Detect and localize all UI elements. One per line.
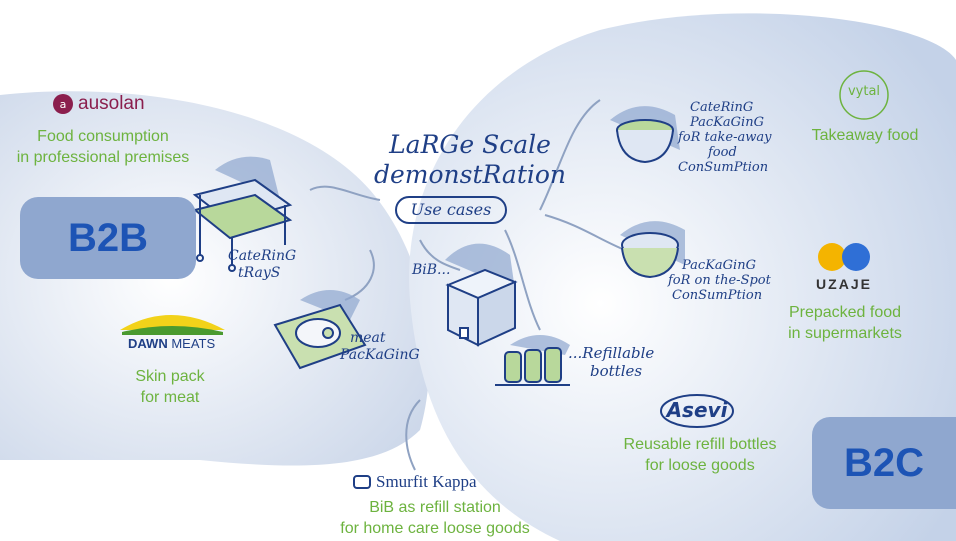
case-meat-packaging: meat PacKaGinG — [340, 330, 420, 363]
uzaje-logo-mark — [818, 243, 870, 271]
vytal-logo-ring — [839, 70, 889, 120]
onspot-bowl-illustration — [620, 221, 685, 279]
dawn-meats-description: Skin pack for meat — [135, 368, 205, 406]
ausolan-logo: ausolan — [78, 93, 145, 114]
center-subtitle: Use cases — [395, 196, 507, 224]
smurfit-logo-mark — [353, 475, 371, 489]
ausolan-description: Food consumption in professional premise… — [16, 128, 190, 166]
bottles-illustration — [495, 335, 570, 386]
asevi-description: Reusable refill bottles for loose goods — [623, 436, 777, 474]
center-title: LaRGe Scale demonstRation — [370, 130, 570, 190]
uzaje-logo: UZAJE — [816, 276, 872, 292]
b2b-label: B2B — [67, 215, 149, 260]
ausolan-logo-mark: a — [53, 94, 73, 114]
b2c-label-box: B2C — [812, 417, 956, 509]
case-catering-trays: CateRinG tRayS — [228, 248, 297, 281]
b2c-label: B2C — [843, 440, 925, 485]
dawn-meats-logo-mark — [120, 315, 225, 335]
dawn-meats-logo: DAWN MEATS — [128, 336, 216, 351]
catering-trays-illustration — [192, 156, 293, 272]
b2b-label-box: B2B — [20, 197, 196, 279]
uzaje-description: Prepacked food in supermarkets — [788, 304, 902, 342]
center-title-line1: LaRGe Scale — [389, 130, 551, 159]
case-refillable: ...Refillable bottles — [568, 344, 655, 380]
case-bib: BiB... — [412, 262, 451, 278]
center-title-line2: demonstRation — [373, 160, 567, 189]
smurfit-kappa-logo: Smurfit Kappa — [376, 472, 477, 491]
bib-illustration — [445, 243, 518, 347]
svg-text:a: a — [60, 98, 67, 111]
asevi-logo-mark — [660, 394, 734, 428]
asevi-logo: Asevi — [666, 398, 728, 422]
vytal-description: Takeaway food — [811, 127, 919, 144]
takeaway-bowl-illustration — [610, 106, 680, 164]
meat-packaging-illustration — [273, 290, 367, 370]
b2c-region — [409, 13, 956, 541]
case-onspot: PacKaGinG foR on the-Spot ConSumPtion — [668, 258, 771, 303]
case-catering-packaging: CateRinG PacKaGinG foR take-away food Co… — [678, 100, 772, 175]
b2b-region — [0, 91, 430, 466]
vytal-logo: vytal — [847, 84, 881, 99]
smurfit-kappa-description: BiB as refill station for home care loos… — [340, 499, 530, 537]
